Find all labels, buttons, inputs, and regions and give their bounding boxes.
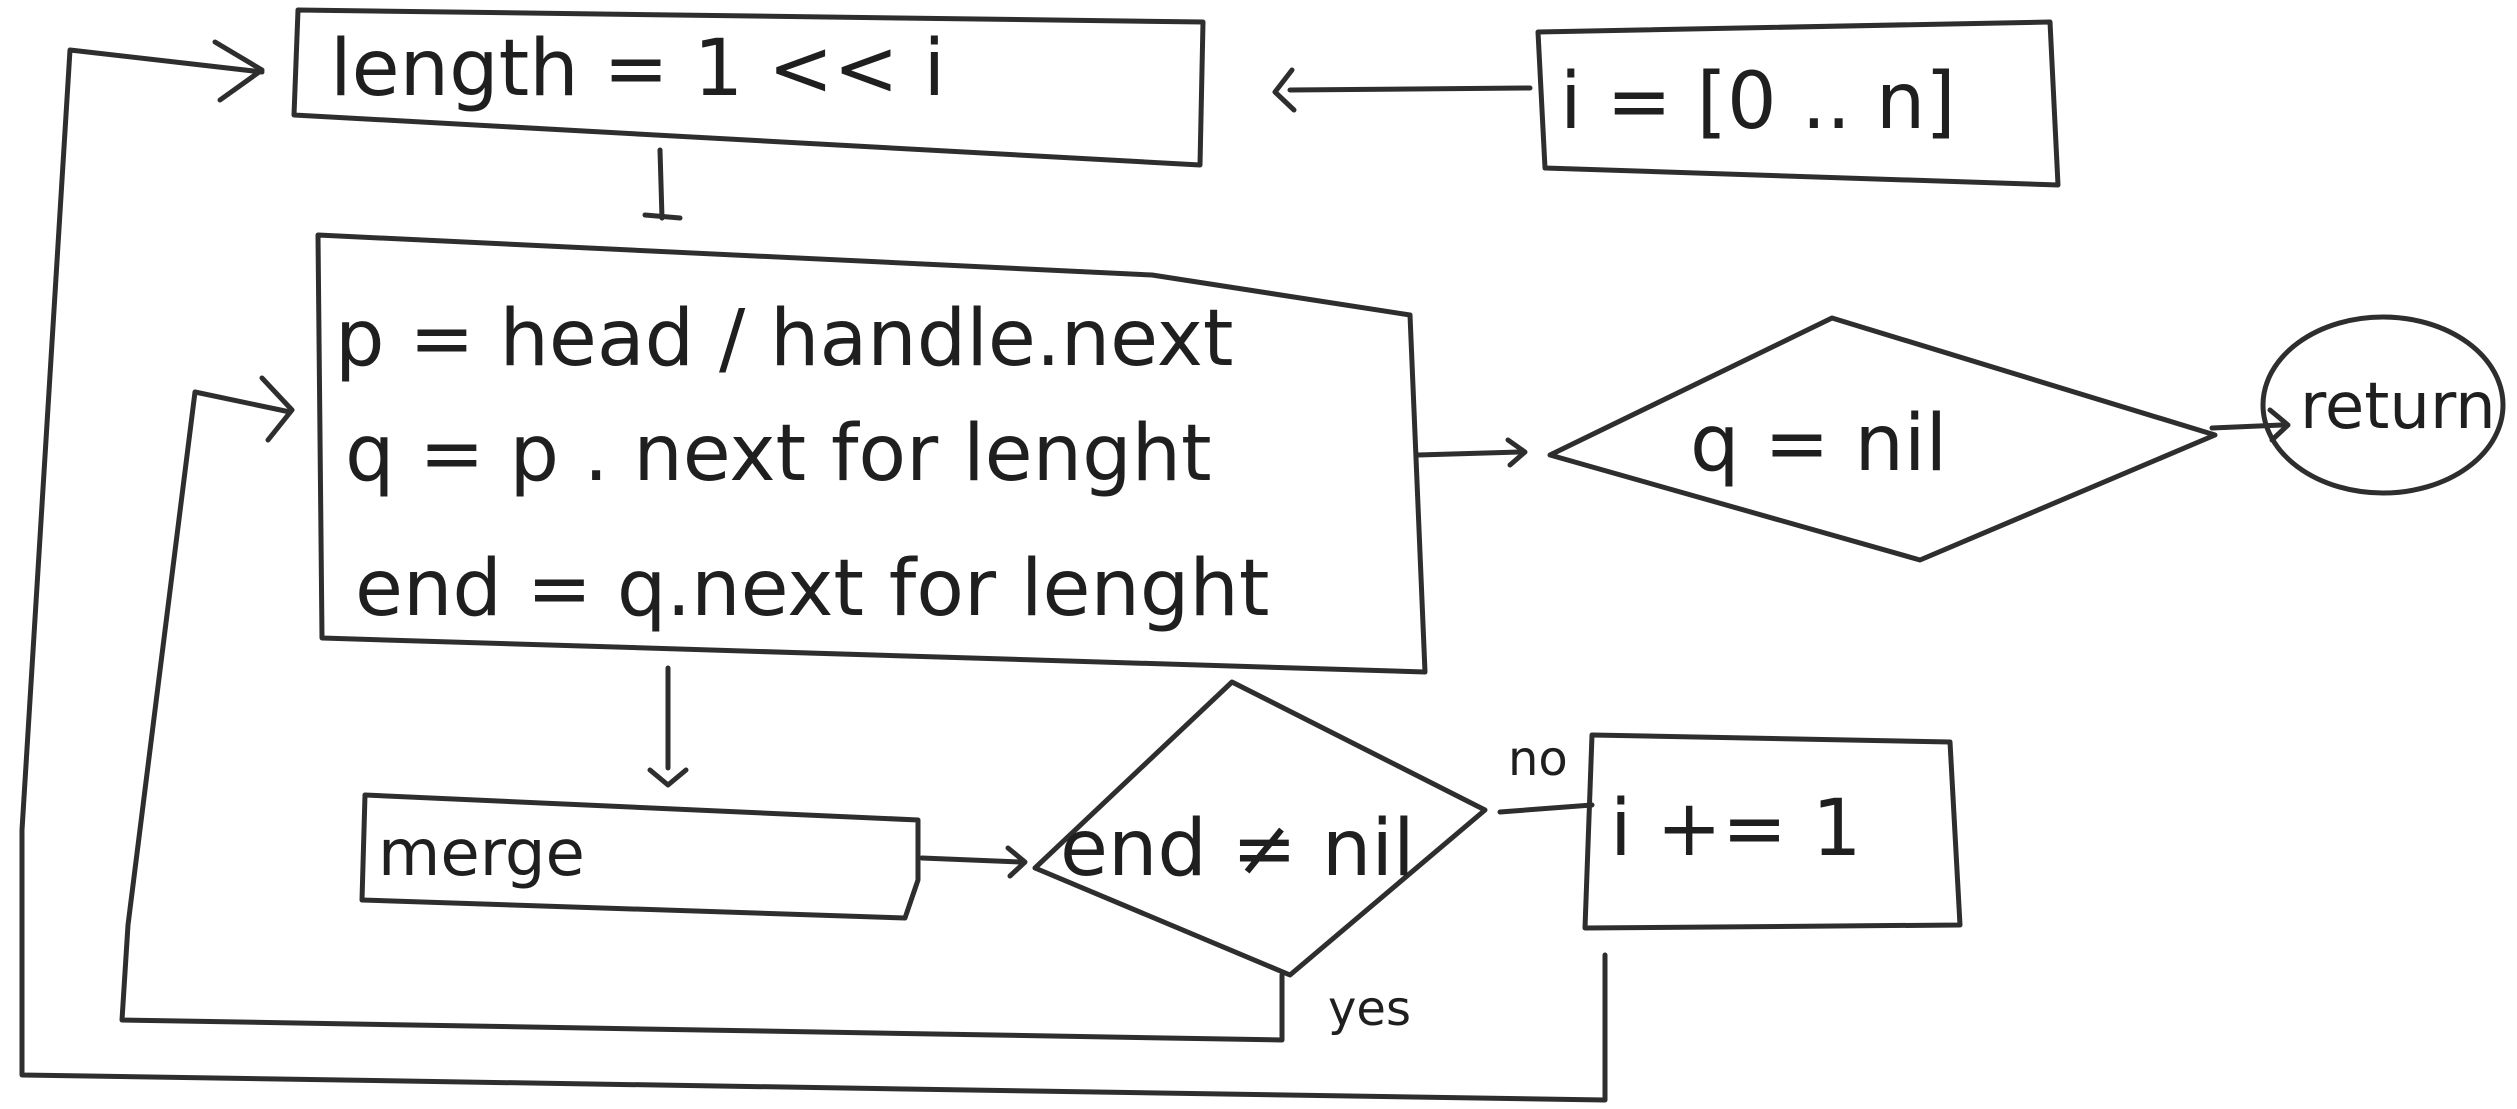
increment-box: i += 1 (1582, 732, 1963, 931)
range-box-label: i = [0 .. n] (1560, 57, 1956, 147)
length-box-label: length = 1 << i (330, 24, 945, 114)
merge-box: merge (359, 792, 921, 921)
edge-yes-label: yes (1328, 981, 1411, 1037)
arrow-process-to-decision-q (1415, 437, 1528, 468)
arrow-merge-to-decision-end (919, 845, 1028, 879)
decision-q-nil: q = nil (1547, 315, 2218, 563)
arrow-decision-to-return (2209, 407, 2291, 443)
length-box: length = 1 << i (291, 7, 1206, 168)
decision-q-label: q = nil (1690, 399, 1947, 489)
outer-loop-to-length (19, 39, 1608, 1103)
return-label: return (2300, 370, 2496, 444)
return-terminal: return (2260, 314, 2506, 496)
process-line-1: p = head / handle.next (335, 294, 1234, 384)
arrow-range-to-length (1272, 67, 1533, 113)
decision-end-label: end ≠ nil (1060, 804, 1415, 894)
process-box: p = head / handle.next q = p . next for … (315, 232, 1428, 675)
yes-loop-to-process: yes (119, 375, 1411, 1043)
arrow-length-to-process (642, 147, 683, 221)
arrow-no-to-increment: no (1497, 731, 1595, 815)
increment-box-label: i += 1 (1610, 784, 1862, 874)
process-line-2: q = p . next for lenght (345, 409, 1212, 499)
arrow-process-to-merge (647, 665, 689, 788)
decision-end-not-nil: end ≠ nil (1032, 679, 1488, 978)
range-box: i = [0 .. n] (1535, 19, 2061, 188)
merge-label: merge (378, 817, 585, 891)
edge-no-label: no (1508, 731, 1568, 787)
process-line-3: end = q.next for lenght (355, 544, 1269, 634)
